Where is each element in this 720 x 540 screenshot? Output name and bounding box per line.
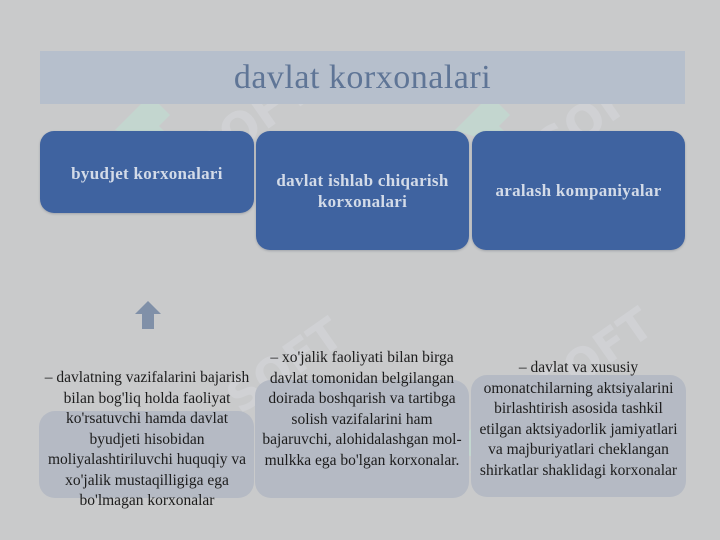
description-davlat-ishlab: – xo'jalik faoliyati bilan birga davlat …: [262, 349, 462, 469]
diagram-title: davlat korxonalari: [233, 58, 492, 96]
description-panel: [471, 375, 686, 497]
description-aralash: – davlat va xususiy omonatchilarning akt…: [479, 359, 678, 479]
category-label: aralash kompaniyalar: [495, 181, 662, 200]
title-bar: davlat korxonalari: [40, 51, 685, 104]
category-box-davlat-ishlab: davlat ishlab chiqarish korxonalari: [256, 131, 469, 250]
category-box-aralash: aralash kompaniyalar: [472, 131, 685, 250]
arrow-up-icon: [135, 301, 161, 329]
description-panel: [39, 411, 254, 498]
category-label: byudjet korxonalari: [71, 164, 223, 183]
description-panel: [255, 380, 469, 498]
category-box-byudjet: byudjet korxonalari: [40, 131, 254, 213]
category-label: davlat ishlab chiqarish korxonalari: [276, 170, 449, 211]
description-byudjet: – davlatning vazifalarini bajarish bilan…: [44, 369, 250, 509]
